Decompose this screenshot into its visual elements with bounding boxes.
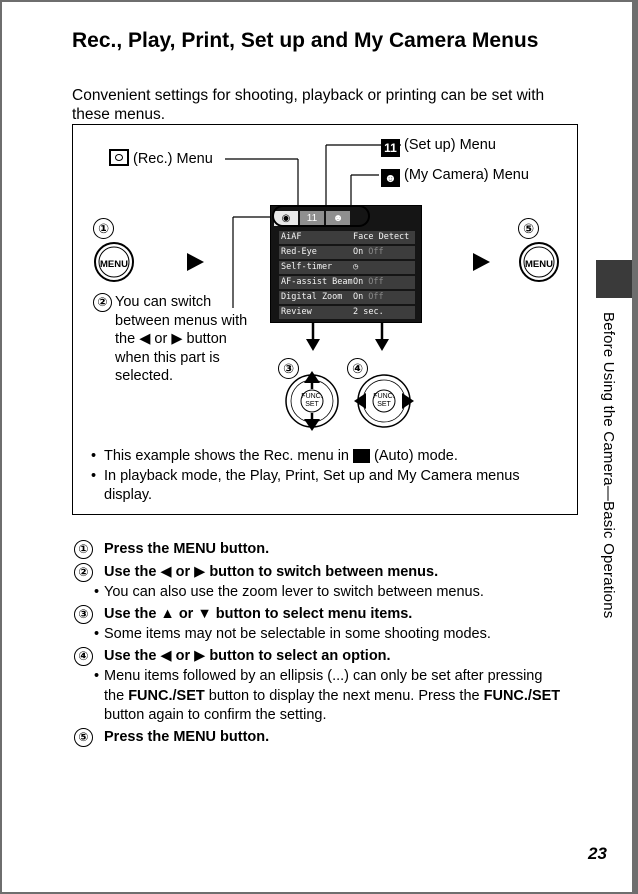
self-timer-icon: ◷: [353, 262, 359, 272]
menu-tabs: ◉ 11 ☻: [274, 211, 350, 227]
menu-button-right-icon: [519, 242, 559, 282]
step-4-note: Menu items followed by an ellipsis (...)…: [74, 667, 564, 726]
mark-2: ②: [93, 293, 112, 312]
right-arrow-icon: ▶: [171, 331, 183, 347]
menu-row[interactable]: Self-timer◷: [279, 261, 415, 274]
down-arrow-icon: ▼: [197, 605, 212, 622]
tab-setup-icon[interactable]: 11: [300, 211, 324, 226]
menu-button-right-label: MENU: [525, 259, 553, 270]
page-title: Rec., Play, Print, Set up and My Camera …: [72, 29, 539, 52]
diagram-notes: This example shows the Rec. menu in (Aut…: [91, 447, 561, 506]
mark-4: ④: [347, 358, 368, 379]
menu-button-left-icon: [94, 242, 134, 282]
menu-diagram: (Rec.) Menu 11(Set up) Menu ☻(My Camera)…: [72, 124, 578, 515]
tab-mycamera-icon[interactable]: ☻: [326, 211, 350, 226]
camera-frame-icon: [109, 149, 129, 166]
mark-1: ①: [93, 218, 114, 239]
section-tab: [596, 260, 632, 298]
right-arrow-icon: ▶: [194, 563, 206, 580]
func-set-label-4: FUNC. SET: [373, 393, 395, 408]
left-arrow-icon: ◀: [139, 331, 151, 347]
func-set-dial-leftright-icon: [354, 374, 414, 428]
left-arrow-icon: ◀: [160, 563, 172, 580]
func-set-label-3: FUNC. SET: [301, 393, 323, 408]
camera-icon: [353, 449, 371, 463]
mycamera-menu-label: ☻(My Camera) Menu: [381, 166, 529, 187]
page-number: 23: [588, 844, 607, 863]
person-camera-icon: ☻: [381, 169, 400, 187]
left-arrow-icon: ◀: [160, 647, 172, 664]
tab-selection-highlight: [272, 205, 370, 227]
up-arrow-icon: ▲: [160, 605, 175, 622]
rec-menu-label: (Rec.) Menu: [109, 149, 213, 168]
mark-3: ③: [278, 358, 299, 379]
wrench-tools-icon: 11: [381, 139, 400, 157]
section-side-title: Before Using the Camera—Basic Operations: [600, 312, 617, 619]
menu-button-left-label: MENU: [100, 259, 128, 270]
intro-text: Convenient settings for shooting, playba…: [72, 87, 545, 123]
step-3-note: Some items may not be selectable in some…: [74, 625, 564, 645]
step-2-note: You can also use the zoom lever to switc…: [74, 583, 564, 603]
diagram-lines: [94, 144, 559, 431]
setup-menu-label: 11(Set up) Menu: [381, 136, 496, 157]
mark-5: ⑤: [518, 218, 539, 239]
switch-explanation: ② You can switch between menus with the …: [93, 293, 255, 386]
right-arrow-icon: ▶: [194, 647, 206, 664]
func-set-dial-updown-icon: [285, 371, 339, 431]
